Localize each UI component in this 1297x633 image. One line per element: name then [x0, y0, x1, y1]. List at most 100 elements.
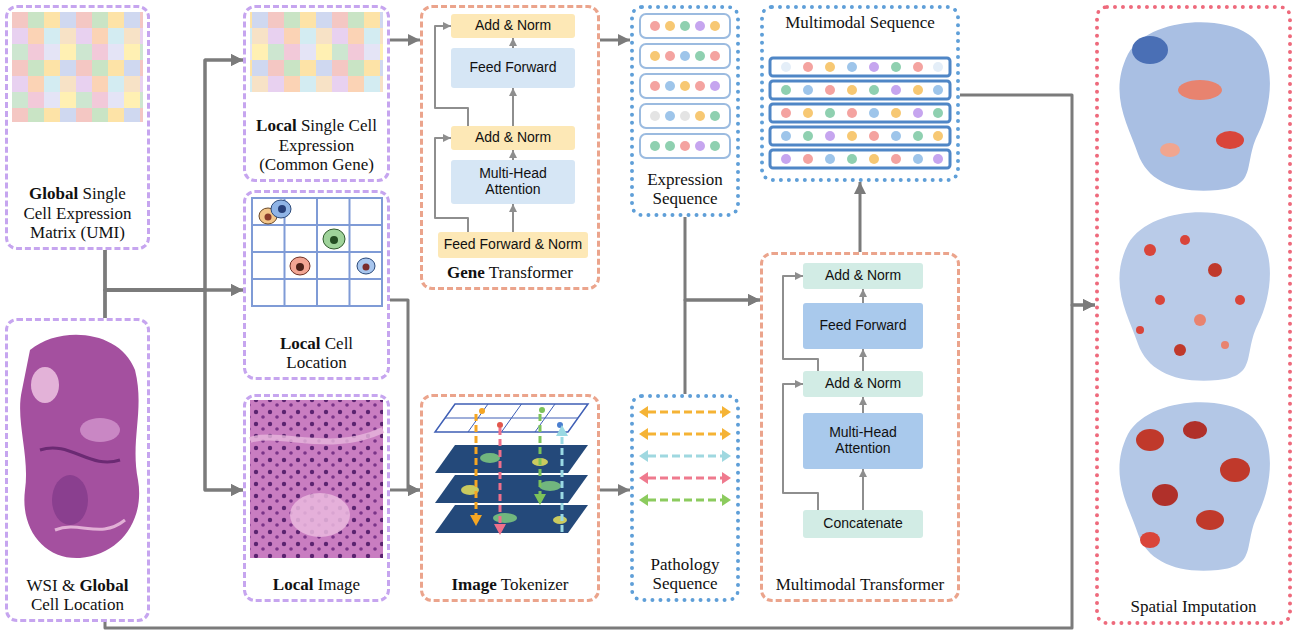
tokenizer-illustration	[499, 428, 502, 524]
multimodal-rows	[869, 131, 879, 141]
bold-word: Global	[29, 184, 78, 203]
expression-rows	[640, 44, 730, 68]
expression-rows	[680, 111, 690, 121]
multimodal-rows	[770, 150, 950, 168]
expression-rows	[710, 141, 720, 151]
expression-matrix	[12, 12, 143, 122]
expression-rows	[710, 51, 720, 61]
tokenizer-illustration	[435, 445, 588, 473]
expression-rows	[650, 81, 660, 91]
layer-label: Concatenate	[823, 516, 902, 532]
flow-arrow	[859, 182, 862, 252]
cell-location-grid	[357, 258, 375, 274]
tokenizer-illustration	[561, 436, 564, 532]
pathology-arrows	[639, 494, 648, 506]
layer-box: Feed Forward	[451, 48, 575, 88]
tokenizer-illustration	[539, 414, 542, 494]
layer-box: Feed Forward	[803, 303, 923, 349]
cell-location-grid	[252, 198, 382, 306]
transformer-block: Multimodal TransformerAdd & NormFeed For…	[760, 252, 960, 602]
multimodal-rows	[825, 108, 835, 118]
layer-box: Add & Norm	[803, 371, 923, 397]
layer-label: Add & Norm	[825, 268, 901, 284]
multimodal-rows	[847, 85, 857, 95]
panel-label: WSI & Global Cell Location	[13, 576, 142, 615]
expression-rows	[695, 111, 705, 121]
multimodal-rows	[891, 85, 901, 95]
expression-rows	[695, 21, 705, 31]
imputation-maps	[1119, 402, 1269, 570]
multimodal-rows	[869, 62, 879, 72]
multimodal-rows	[869, 85, 879, 95]
multimodal-rows	[847, 154, 857, 164]
imputation-maps	[1132, 36, 1168, 64]
multimodal-rows	[803, 131, 813, 141]
cell-location-grid	[296, 263, 304, 271]
multimodal-rows	[781, 62, 791, 72]
layer-box: Multi-Head Attention	[803, 413, 923, 469]
layer-arrow	[512, 150, 514, 160]
expression-rows	[710, 21, 720, 31]
expression-rows	[695, 81, 705, 91]
tokenizer-illustration	[480, 453, 500, 463]
layer-label: Feed Forward & Norm	[444, 237, 582, 253]
layer-label: Feed Forward	[819, 318, 906, 334]
multimodal-rows	[913, 85, 923, 95]
imputation-maps	[1216, 131, 1244, 149]
multimodal-rows	[770, 58, 950, 76]
flow-arrow	[685, 300, 760, 394]
layer-label: Add & Norm	[475, 130, 551, 146]
imputation-maps	[1208, 263, 1222, 277]
tokenizer-illustration	[435, 404, 588, 535]
multimodal-rows	[770, 127, 950, 145]
flow-arrow	[105, 290, 243, 318]
pathology-arrows	[648, 455, 722, 458]
panel-label: Multimodal Sequence	[785, 13, 935, 33]
expression-rows	[650, 21, 660, 31]
multimodal-rows	[847, 62, 857, 72]
imputation-maps	[1152, 484, 1178, 506]
panel-label: Spatial Imputation	[1130, 597, 1256, 617]
panel-label: Gene Transformer	[447, 263, 573, 283]
imputation-maps	[1119, 212, 1269, 380]
tokenizer-illustration	[435, 404, 588, 432]
cell-location-grid	[252, 224, 382, 226]
multimodal-rows	[770, 81, 950, 99]
flow-arrow	[105, 250, 243, 490]
multimodal-rows	[803, 108, 813, 118]
input-panel: WSI & Global Cell Location	[5, 318, 150, 622]
pathology-arrows	[639, 472, 648, 484]
pathology-arrows	[639, 406, 731, 506]
pathology-arrows	[722, 406, 731, 418]
panel-label: Local Cell Location	[251, 334, 382, 373]
layer-arrow	[862, 469, 864, 510]
output-panel: Spatial Imputation	[1095, 5, 1292, 625]
input-panel: Global Single Cell Expression Matrix (UM…	[5, 5, 150, 250]
multimodal-rows	[803, 85, 813, 95]
multimodal-rows	[869, 154, 879, 164]
expression-matrix	[12, 12, 383, 122]
multimodal-rows	[933, 85, 943, 95]
expression-rows	[640, 134, 730, 158]
multimodal-rows	[825, 154, 835, 164]
expression-rows	[665, 141, 675, 151]
imputation-maps	[1220, 458, 1250, 482]
sequence-panel: Multimodal Sequence	[760, 5, 960, 182]
layer-label: Multi-Head Attention	[808, 425, 918, 456]
multimodal-rows	[825, 62, 835, 72]
imputation-maps	[1119, 22, 1269, 570]
tokenizer-illustration	[539, 407, 545, 413]
pathology-arrows	[722, 494, 731, 506]
tokenizer-illustration	[493, 513, 517, 523]
expression-matrix	[250, 12, 383, 92]
expression-rows	[640, 104, 730, 128]
cell-location-grid	[252, 278, 382, 280]
expression-rows	[695, 51, 705, 61]
transformer-block: Gene TransformerAdd & NormFeed ForwardAd…	[420, 5, 600, 290]
layer-arrow	[862, 289, 864, 303]
local-panel: Local Single Cell Expression (Common Gen…	[243, 5, 390, 182]
local-image	[250, 430, 383, 442]
expression-rows	[665, 51, 675, 61]
pathology-arrows	[648, 477, 722, 480]
